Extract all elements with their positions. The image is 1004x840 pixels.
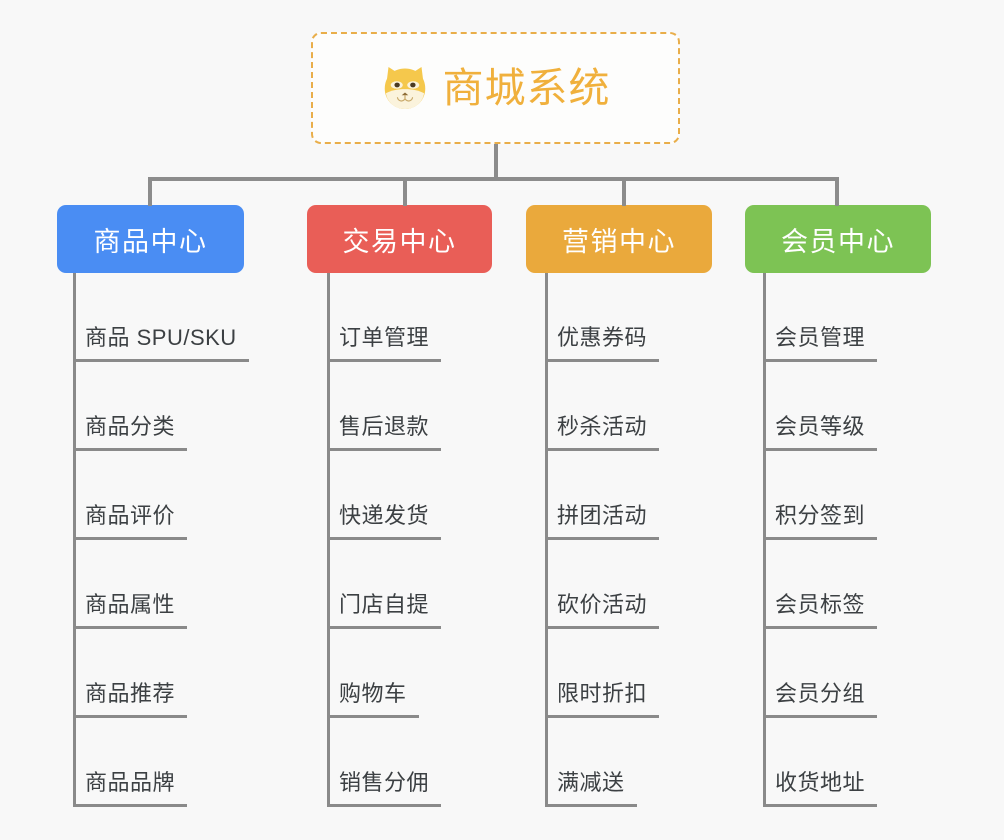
category-column-4: 会员中心会员管理会员等级积分签到会员标签会员分组收货地址 bbox=[745, 205, 931, 807]
leaf-item-label: 商品分类 bbox=[73, 409, 188, 451]
leaf-item[interactable]: 会员等级 bbox=[745, 362, 931, 451]
leaf-item-label: 拼团活动 bbox=[545, 498, 660, 540]
leaf-item[interactable]: 会员标签 bbox=[745, 540, 931, 629]
leaf-tree-1: 商品 SPU/SKU 商品分类商品评价商品属性商品推荐商品品牌 bbox=[57, 273, 249, 807]
connector-drop-4 bbox=[835, 177, 839, 206]
leaf-item[interactable]: 砍价活动 bbox=[526, 540, 712, 629]
leaf-item-label: 砍价活动 bbox=[545, 587, 660, 629]
category-column-1: 商品中心商品 SPU/SKU 商品分类商品评价商品属性商品推荐商品品牌 bbox=[57, 205, 249, 807]
category-label: 商品中心 bbox=[93, 226, 208, 257]
tree-spine-4 bbox=[763, 273, 766, 807]
leaf-item[interactable]: 售后退款 bbox=[307, 362, 492, 451]
leaf-item-label: 快递发货 bbox=[327, 498, 442, 540]
leaf-item[interactable]: 订单管理 bbox=[307, 273, 492, 362]
leaf-item-label: 收货地址 bbox=[763, 765, 878, 807]
root-title: 商城系统 bbox=[442, 64, 611, 111]
leaf-item-label: 满减送 bbox=[545, 765, 637, 807]
leaf-item[interactable]: 收货地址 bbox=[745, 718, 931, 807]
category-box-3[interactable]: 营销中心 bbox=[526, 205, 712, 273]
leaf-item[interactable]: 销售分佣 bbox=[307, 718, 492, 807]
leaf-item[interactable]: 商品评价 bbox=[57, 451, 244, 540]
leaf-item[interactable]: 会员管理 bbox=[745, 273, 931, 362]
leaf-item-label: 秒杀活动 bbox=[545, 409, 660, 451]
leaf-item-label: 商品评价 bbox=[73, 498, 188, 540]
shiba-dog-face-icon bbox=[381, 64, 429, 112]
leaf-item[interactable]: 秒杀活动 bbox=[526, 362, 712, 451]
leaf-item[interactable]: 积分签到 bbox=[745, 451, 931, 540]
leaf-item[interactable]: 门店自提 bbox=[307, 540, 492, 629]
leaf-item-label: 会员等级 bbox=[763, 409, 878, 451]
tree-spine-2 bbox=[327, 273, 330, 807]
connector-horizontal-bus bbox=[148, 177, 838, 181]
tree-spine-3 bbox=[545, 273, 548, 807]
category-box-4[interactable]: 会员中心 bbox=[745, 205, 931, 273]
connector-drop-2 bbox=[403, 177, 407, 206]
leaf-item-label: 销售分佣 bbox=[327, 765, 442, 807]
category-column-3: 营销中心优惠券码秒杀活动拼团活动砍价活动限时折扣满减送 bbox=[526, 205, 712, 807]
leaf-item[interactable]: 会员分组 bbox=[745, 629, 931, 718]
category-label: 营销中心 bbox=[562, 226, 676, 257]
leaf-tree-2: 订单管理售后退款快递发货门店自提购物车销售分佣 bbox=[307, 273, 492, 807]
leaf-item-label: 限时折扣 bbox=[545, 676, 660, 718]
leaf-item-label: 会员分组 bbox=[763, 676, 878, 718]
leaf-item[interactable]: 商品 SPU/SKU bbox=[57, 273, 249, 362]
root-node[interactable]: 商城系统 bbox=[311, 32, 680, 144]
leaf-tree-3: 优惠券码秒杀活动拼团活动砍价活动限时折扣满减送 bbox=[526, 273, 712, 807]
leaf-item-label: 会员管理 bbox=[763, 320, 878, 362]
leaf-item-label: 订单管理 bbox=[327, 320, 442, 362]
connector-root-stem bbox=[494, 144, 498, 180]
leaf-item-label: 售后退款 bbox=[327, 409, 442, 451]
connector-drop-3 bbox=[622, 177, 626, 206]
leaf-item-label: 商品 SPU/SKU bbox=[73, 320, 249, 362]
leaf-item-label: 商品推荐 bbox=[73, 676, 188, 718]
leaf-item-label: 门店自提 bbox=[327, 587, 442, 629]
leaf-item[interactable]: 快递发货 bbox=[307, 451, 492, 540]
leaf-item-label: 优惠券码 bbox=[545, 320, 660, 362]
category-box-2[interactable]: 交易中心 bbox=[307, 205, 492, 273]
leaf-item-label: 商品属性 bbox=[73, 587, 188, 629]
leaf-tree-4: 会员管理会员等级积分签到会员标签会员分组收货地址 bbox=[745, 273, 931, 807]
leaf-item[interactable]: 优惠券码 bbox=[526, 273, 712, 362]
category-column-2: 交易中心订单管理售后退款快递发货门店自提购物车销售分佣 bbox=[307, 205, 492, 807]
leaf-item-label: 商品品牌 bbox=[73, 765, 188, 807]
tree-spine-1 bbox=[73, 273, 76, 807]
leaf-item[interactable]: 商品属性 bbox=[57, 540, 244, 629]
leaf-item[interactable]: 商品推荐 bbox=[57, 629, 244, 718]
leaf-item[interactable]: 商品分类 bbox=[57, 362, 244, 451]
connector-drop-1 bbox=[148, 177, 152, 206]
leaf-item[interactable]: 满减送 bbox=[526, 718, 712, 807]
leaf-item[interactable]: 拼团活动 bbox=[526, 451, 712, 540]
leaf-item[interactable]: 购物车 bbox=[307, 629, 492, 718]
category-label: 会员中心 bbox=[781, 226, 895, 257]
leaf-item[interactable]: 限时折扣 bbox=[526, 629, 712, 718]
leaf-item-label: 积分签到 bbox=[763, 498, 878, 540]
leaf-item-label: 会员标签 bbox=[763, 587, 878, 629]
category-label: 交易中心 bbox=[342, 226, 457, 257]
category-box-1[interactable]: 商品中心 bbox=[57, 205, 244, 273]
leaf-item[interactable]: 商品品牌 bbox=[57, 718, 244, 807]
leaf-item-label: 购物车 bbox=[327, 676, 419, 718]
